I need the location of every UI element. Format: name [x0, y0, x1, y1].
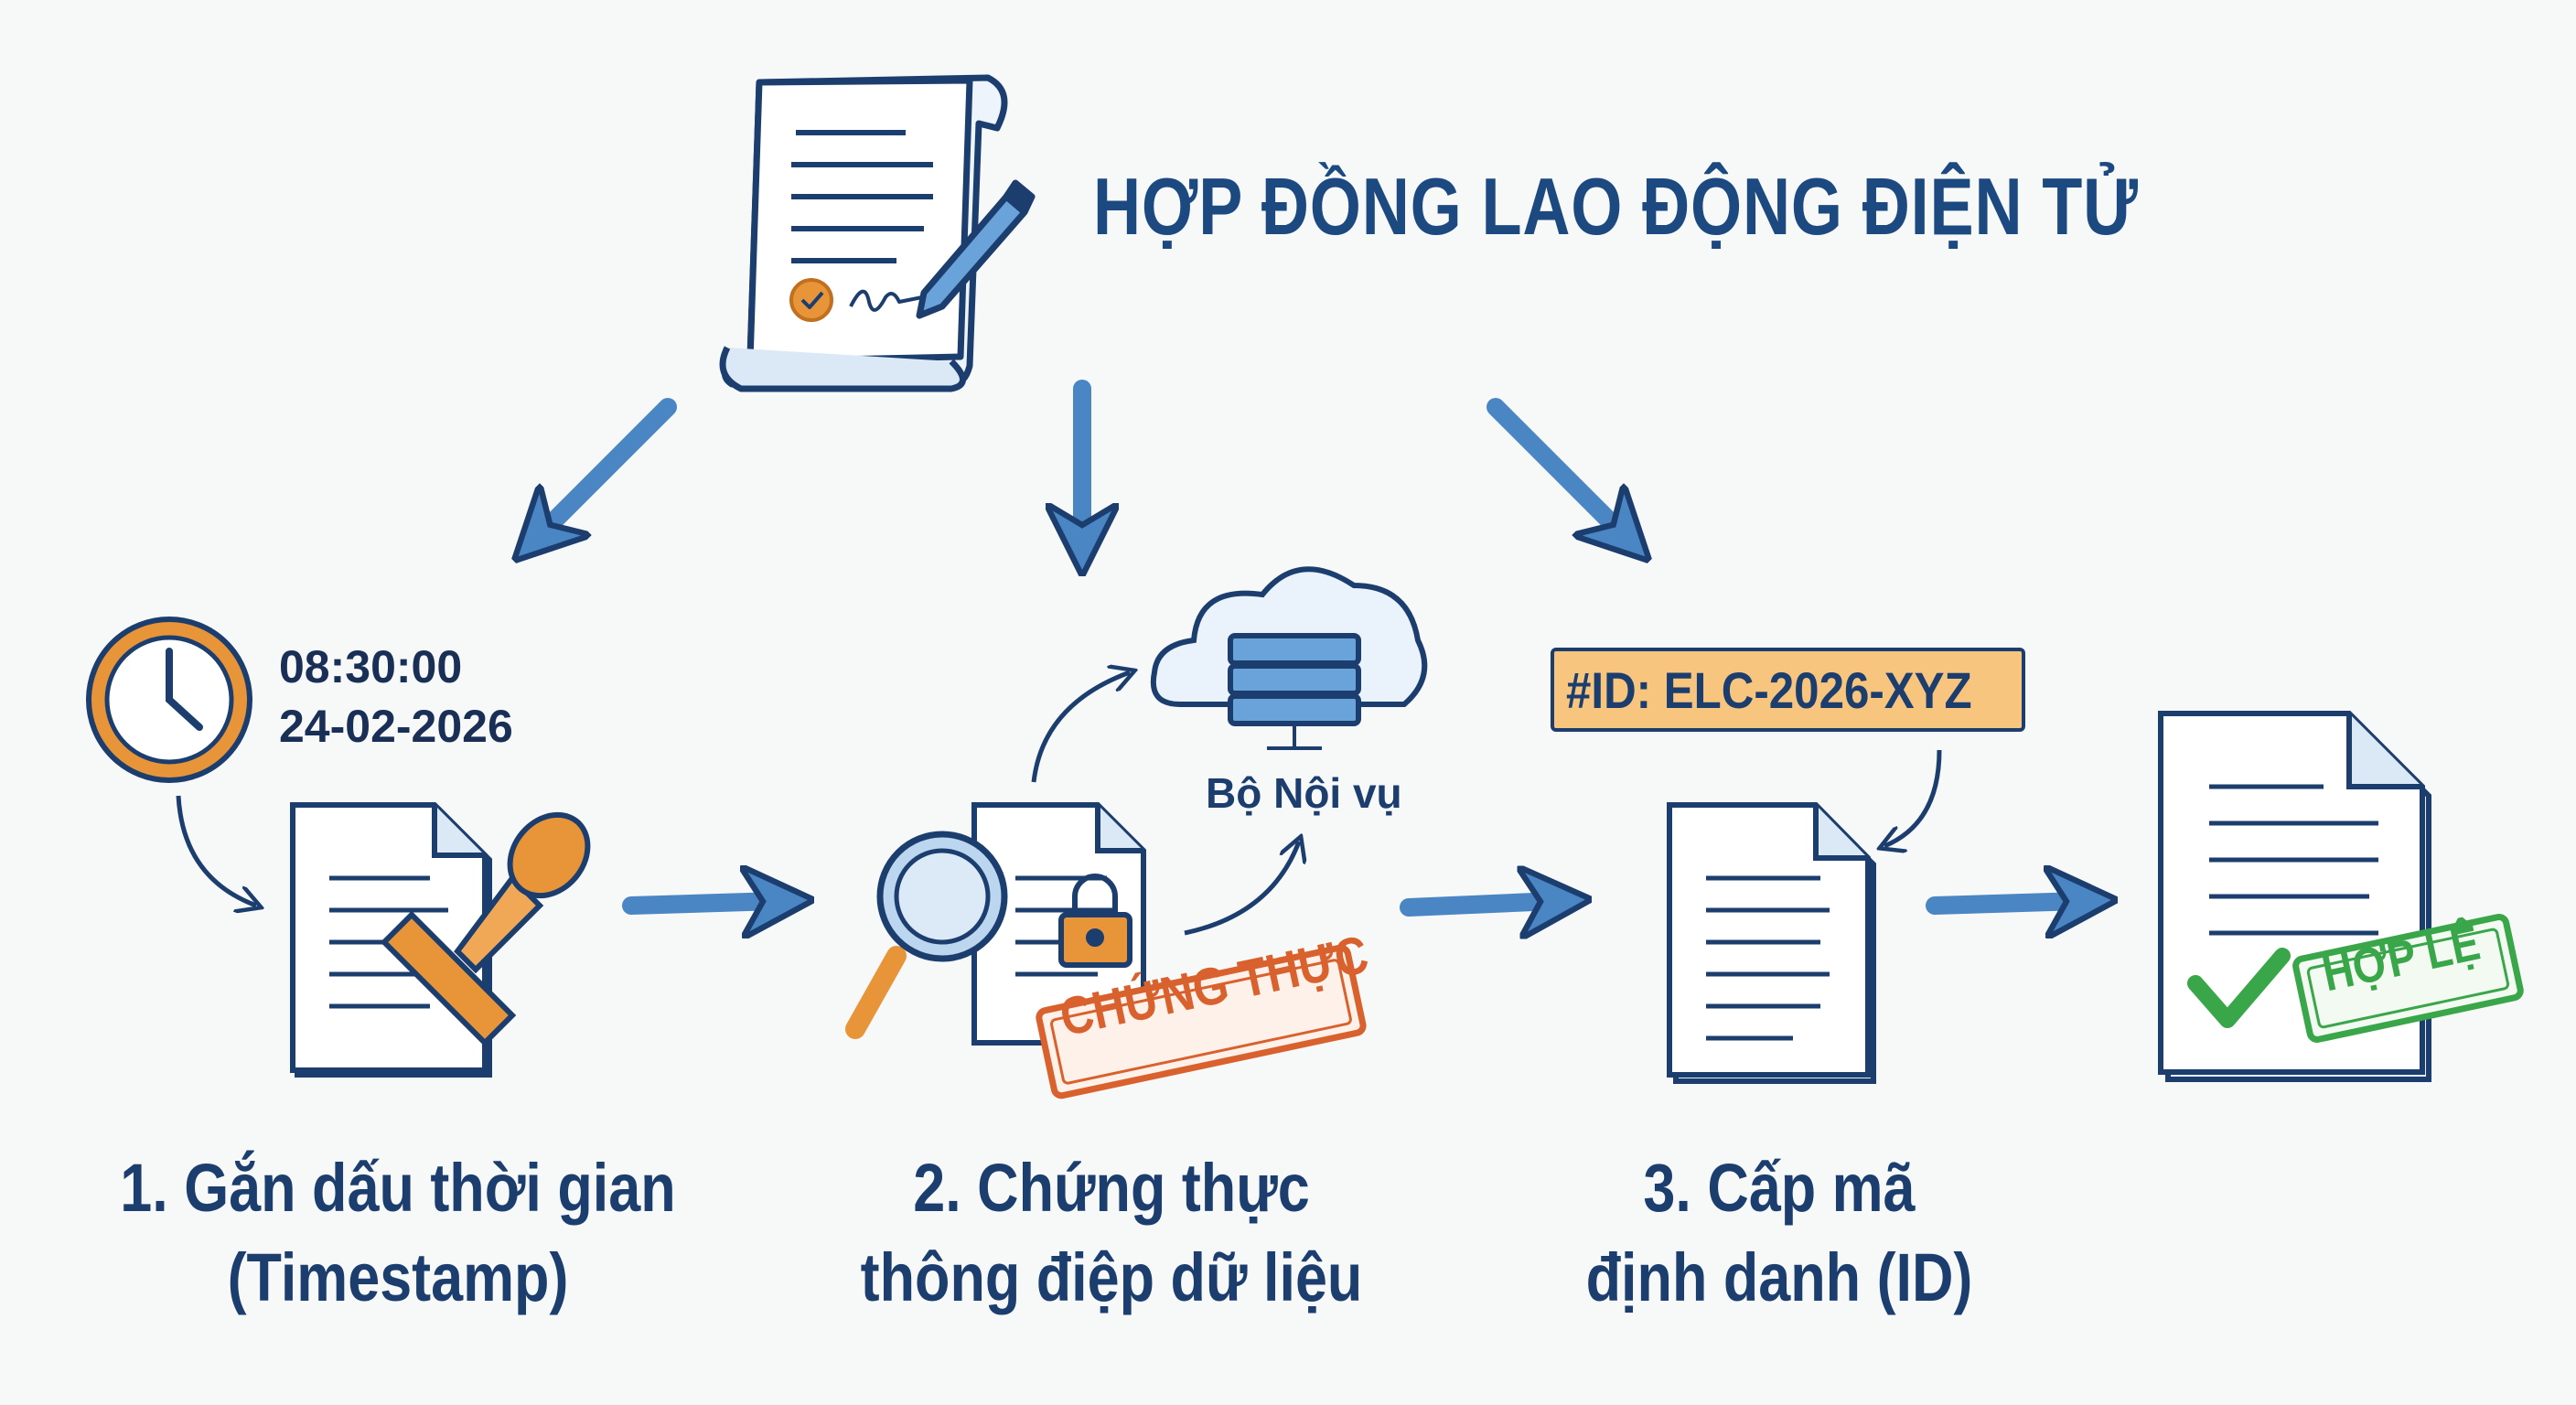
- arrow-to-step1: [540, 398, 677, 535]
- checkmark-icon: [2187, 948, 2291, 1028]
- step1-line1: 1. Gắn dấu thời gian: [120, 1150, 676, 1226]
- step2-line1: 2. Chứng thực: [913, 1150, 1310, 1226]
- arrow-id-to-doc: [1884, 749, 1942, 846]
- arrow-step2-to-step3: [1400, 901, 1555, 907]
- arrow-to-cloud: [1031, 672, 1130, 783]
- arrow-step1-to-step2: [622, 901, 778, 906]
- rubber-stamp-icon: [380, 811, 591, 1047]
- timestamp-date: 24-02-2026: [279, 701, 513, 752]
- arrow-step3-to-step4: [1926, 901, 2081, 906]
- step1-label: 1. Gắn dấu thời gian (Timestamp): [120, 1143, 675, 1323]
- cloud-server-icon: [1150, 566, 1428, 750]
- page-title: HỢP ĐỒNG LAO ĐỘNG ĐIỆN TỬ: [1093, 161, 2139, 252]
- valid-stamp: [2292, 914, 2524, 1043]
- lock-icon: [1058, 874, 1132, 968]
- flow-arrows: [540, 380, 2081, 907]
- step3-line1: 3. Cấp mã: [1643, 1150, 1916, 1226]
- id-label-text: #ID: ELC-2026-XYZ: [1566, 661, 1972, 719]
- step1-line2: (Timestamp): [227, 1239, 569, 1315]
- clock-icon: [86, 617, 256, 906]
- arrow-from-cloud: [1184, 842, 1299, 936]
- magnifier-icon: [845, 831, 1008, 1039]
- step2-line2: thông điệp dữ liệu: [860, 1239, 1363, 1315]
- certified-stamp: [1036, 944, 1367, 1099]
- id-label-box: [1551, 648, 2025, 732]
- timestamp-time: 08:30:00: [279, 641, 463, 692]
- contract-scroll-icon: [719, 74, 1036, 392]
- step3-line2: định danh (ID): [1585, 1239, 1973, 1315]
- step3-label: 3. Cấp mã định danh (ID): [1586, 1143, 1973, 1323]
- arrow-to-step3: [1487, 398, 1624, 535]
- document-step3-icon: [1667, 802, 1876, 1084]
- step2-label: 2. Chứng thực thông điệp dữ liệu: [861, 1143, 1363, 1323]
- cloud-label: Bộ Nội vụ: [1206, 769, 1402, 817]
